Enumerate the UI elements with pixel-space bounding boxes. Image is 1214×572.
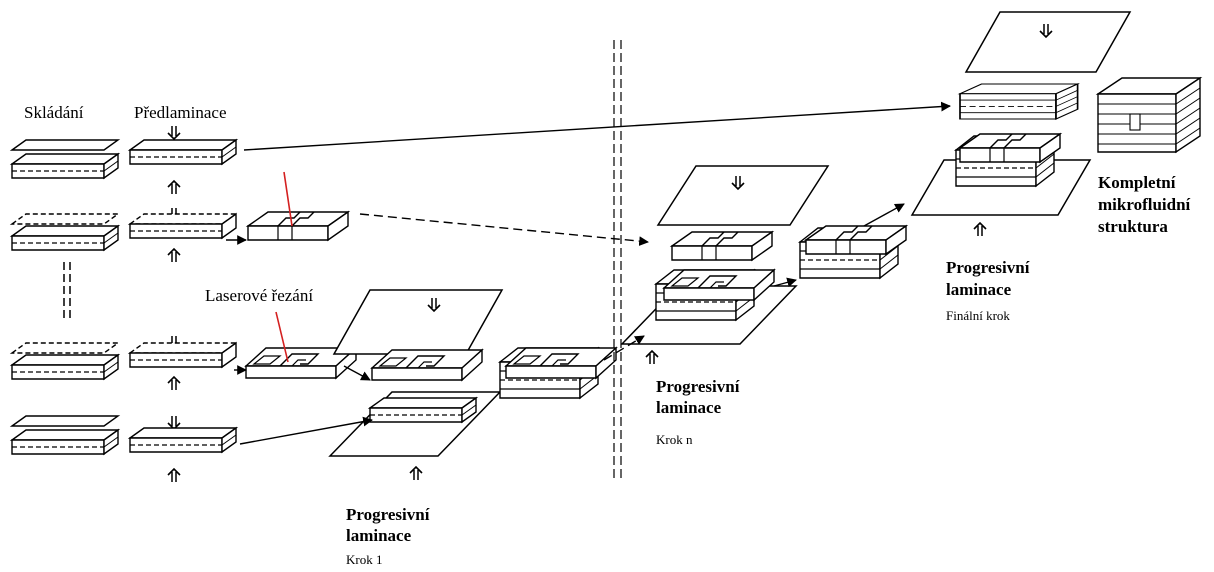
prog-lam-step1 <box>330 290 502 480</box>
label-step-1: Krok 1 <box>346 552 382 568</box>
stepn-result-block <box>800 226 906 278</box>
stack-row-1 <box>12 140 118 178</box>
stack-row-4 <box>12 416 118 454</box>
label-prog-lam-final-line1: Progresivní <box>946 258 1029 278</box>
stack-ellipsis <box>64 262 70 322</box>
label-prelamination: Předlaminace <box>134 103 227 123</box>
label-prog-lam-1-line1: Progresivní <box>346 505 429 525</box>
stack-row-2 <box>12 214 118 250</box>
label-stacking: Skládání <box>24 103 84 123</box>
section-separator <box>614 40 621 478</box>
label-step-final: Finální krok <box>946 308 1010 324</box>
final-structure <box>1098 78 1200 152</box>
label-laser-cutting: Laserové řezání <box>205 286 313 306</box>
prelam-row-4 <box>130 416 236 482</box>
stack-row-3 <box>12 343 118 379</box>
label-prog-lam-final-line2: laminace <box>946 280 1011 300</box>
prog-lam-stepn <box>622 166 828 364</box>
label-step-n: Krok n <box>656 432 692 448</box>
label-result-line2: mikrofluidní <box>1098 195 1190 215</box>
prelam-row-3 <box>130 336 236 390</box>
label-prog-lam-n-line1: Progresivní <box>656 377 739 397</box>
laser-cut-part-1 <box>248 172 348 240</box>
label-result-line1: Kompletní <box>1098 173 1175 193</box>
label-prog-lam-1-line2: laminace <box>346 526 411 546</box>
prelam-row-1 <box>130 126 236 194</box>
step1-result-block <box>500 348 616 398</box>
label-prog-lam-n-line2: laminace <box>656 398 721 418</box>
prelam-row-2 <box>130 208 236 262</box>
label-result-line3: struktura <box>1098 217 1168 237</box>
